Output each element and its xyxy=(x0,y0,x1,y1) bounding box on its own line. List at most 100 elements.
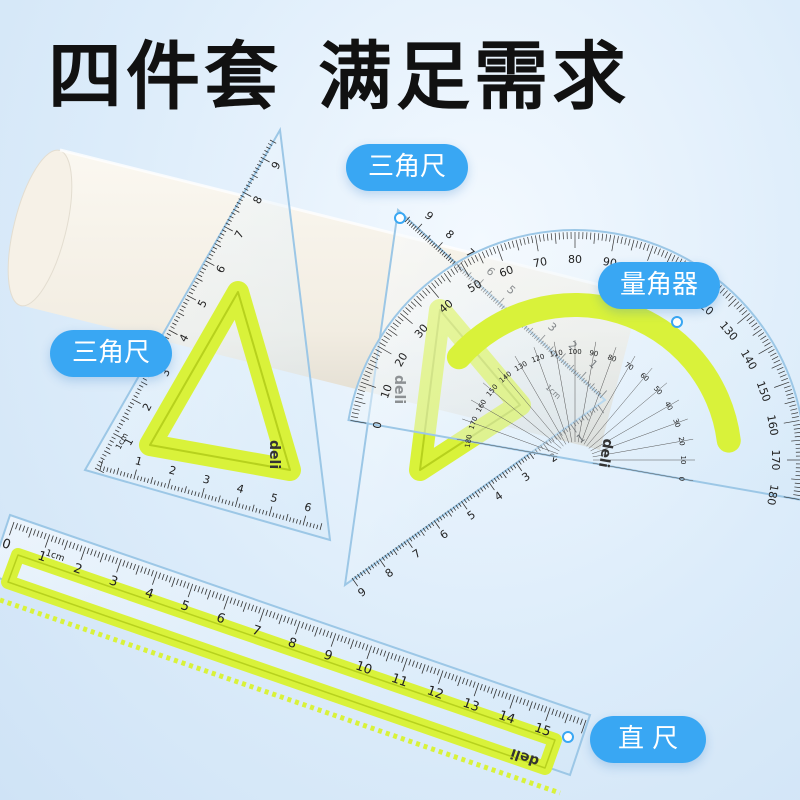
triangle-left-tick xyxy=(129,402,135,405)
protractor-tick xyxy=(794,432,800,434)
triangle-left-tick xyxy=(244,187,249,191)
triangle-left-tick xyxy=(160,482,163,487)
triangle-left-tick xyxy=(312,523,315,529)
protractor-tick xyxy=(356,393,364,396)
ruler-tick xyxy=(28,528,33,538)
protractor-tick xyxy=(542,234,545,242)
protractor-tick xyxy=(611,235,615,252)
ruler-number: 10 xyxy=(353,659,374,679)
protractor-tick xyxy=(774,381,790,388)
triangle-left-tick xyxy=(247,181,253,184)
ruler-tick xyxy=(242,602,247,612)
protractor-tick xyxy=(609,234,612,242)
ruler-tick xyxy=(218,593,222,600)
protractor-tick xyxy=(363,374,371,378)
protractor-ray xyxy=(590,399,680,452)
triangle-left-tick xyxy=(204,494,207,499)
ruler-tick xyxy=(229,597,233,604)
ruler-tick xyxy=(344,636,347,644)
triangle-left-tick xyxy=(248,506,251,511)
protractor-tick xyxy=(616,236,619,244)
protractor-tick xyxy=(392,322,399,328)
ruler-tick xyxy=(365,644,369,651)
triangle-left-tick xyxy=(177,486,180,492)
ruler-tick xyxy=(483,685,487,692)
ruler-tick xyxy=(469,680,472,687)
protractor-ray xyxy=(462,418,559,455)
triangle-left-tick xyxy=(251,174,258,179)
triangle-middle-tick xyxy=(480,487,484,492)
triangle-left-tick xyxy=(190,288,195,291)
ruler-tick xyxy=(447,672,451,680)
triangle-middle-tick xyxy=(461,500,468,510)
ruler-tick xyxy=(454,675,458,682)
triangle-left-tick xyxy=(194,281,199,285)
triangle-left-tick xyxy=(142,377,148,381)
triangle-middle-tick xyxy=(419,231,423,236)
protractor-inner-number: 10 xyxy=(679,456,687,465)
protractor-ray xyxy=(533,347,570,444)
protractor-ray xyxy=(514,355,567,445)
triangle-middle-tick xyxy=(430,522,435,527)
triangle-middle-tick xyxy=(512,464,517,469)
triangle-left-tick xyxy=(196,277,203,282)
triangle-left-tick xyxy=(209,253,214,257)
ruler-tick xyxy=(15,523,18,530)
triangle-left-tick xyxy=(113,433,123,439)
triangle-middle-tick xyxy=(406,220,411,225)
protractor-tick xyxy=(519,238,522,246)
protractor-tick xyxy=(790,408,798,411)
triangle-left-tick xyxy=(258,160,264,164)
protractor-tick xyxy=(354,400,366,405)
triangle-left-tick xyxy=(242,191,252,197)
protractor-tick xyxy=(359,385,367,389)
triangle-middle-tick xyxy=(436,518,440,523)
ruler-tick xyxy=(183,581,186,588)
triangle-left-tick xyxy=(136,475,139,481)
triangle-middle-tick xyxy=(425,235,431,241)
triangle-left-tick xyxy=(190,490,193,496)
protractor-tick xyxy=(783,385,791,389)
protractor-tick xyxy=(388,328,398,336)
ruler-tick xyxy=(390,653,394,660)
protractor-tick xyxy=(481,251,486,259)
ruler-tick xyxy=(533,702,537,709)
ruler-tick xyxy=(54,536,58,543)
triangle-middle-tick xyxy=(427,238,431,243)
triangle-left-tick xyxy=(245,505,248,510)
protractor-tick xyxy=(725,293,731,299)
ruler-tick xyxy=(433,667,437,675)
triangle-left-tick xyxy=(278,514,281,520)
triangle-left-tick xyxy=(153,480,156,485)
ruler-tick xyxy=(207,589,212,600)
triangle-left-tick xyxy=(185,298,190,302)
triangle-left-tick xyxy=(123,472,126,477)
protractor-tick xyxy=(664,251,669,259)
protractor-tick xyxy=(639,241,642,249)
triangle-middle-number: 8 xyxy=(443,227,457,241)
ruler-tick xyxy=(25,526,29,534)
ruler-tick xyxy=(508,693,512,701)
protractor-tick xyxy=(413,298,422,307)
triangle-left-tick xyxy=(172,322,177,326)
protractor-tick xyxy=(624,237,627,245)
triangle-middle-number: 9 xyxy=(355,585,368,600)
ruler-tick xyxy=(526,700,530,707)
triangle-left-tick xyxy=(234,205,240,209)
triangle-left-tick xyxy=(207,495,210,500)
protractor-tick xyxy=(666,253,672,264)
triangle-middle-tick xyxy=(420,529,425,536)
triangle-left-tick xyxy=(175,315,181,319)
protractor-tick xyxy=(508,241,511,249)
ruler-tick xyxy=(540,705,544,712)
triangle-left-tick xyxy=(229,215,234,219)
protractor-tick xyxy=(410,301,417,307)
protractor-inner-number: 40 xyxy=(663,400,674,412)
protractor-ray xyxy=(592,462,694,482)
triangle-left-tick xyxy=(163,483,166,488)
triangle-left-tick xyxy=(183,301,188,305)
triangle-middle-tick xyxy=(408,222,413,226)
triangle-middle-tick xyxy=(425,525,429,531)
triangle-middle-tick xyxy=(429,240,433,245)
triangle-middle-tick xyxy=(392,548,398,556)
